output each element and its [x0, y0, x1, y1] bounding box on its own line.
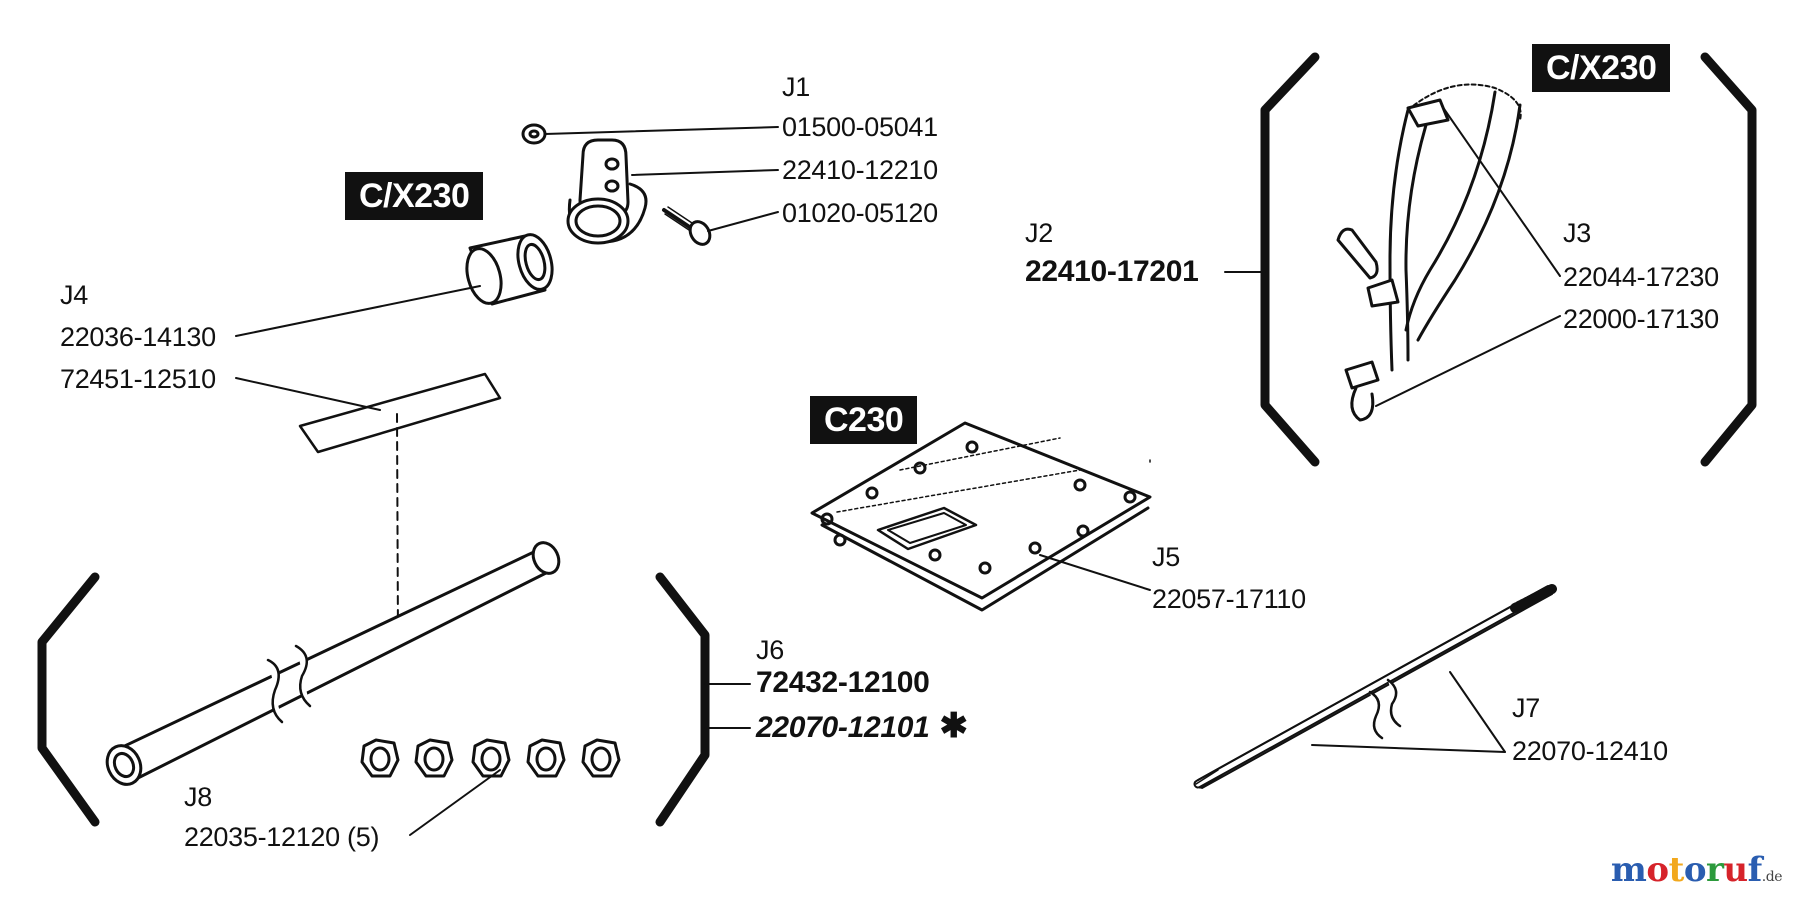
drive-shaft-icon — [1193, 584, 1557, 789]
bracket-left-close — [655, 572, 710, 827]
part-number-j4-1: 22036-14130 — [60, 322, 216, 352]
tube-icon — [105, 541, 561, 786]
logo-letter: o — [1646, 850, 1669, 890]
hex-nut-icon-2 — [414, 738, 454, 778]
part-number-j4-2: 72451-12510 — [60, 364, 216, 394]
ref-j7: J7 — [1512, 693, 1540, 723]
shoulder-strap-icon — [1336, 83, 1522, 422]
hex-nut-icon-5 — [581, 738, 621, 778]
model-badge-right: C/X230 — [1532, 44, 1671, 92]
part-number-j1-3: 01020-05120 — [782, 198, 938, 228]
logo-letter: f — [1747, 850, 1763, 890]
part-number-j6-1: 72432-12100 — [756, 666, 930, 699]
part-number-j1-2: 22410-12210 — [782, 155, 938, 185]
logo-letters: motoruf — [1611, 850, 1762, 890]
ref-j3: J3 — [1563, 218, 1591, 248]
part-number-j1-1: 01500-05041 — [782, 112, 938, 142]
logo-letter: t — [1668, 850, 1685, 890]
screw-icon — [662, 206, 712, 246]
sleeve-icon — [465, 233, 554, 306]
hex-nut-icon-3 — [471, 738, 511, 778]
nut-icon — [521, 123, 547, 145]
part-number-j5-1: 22057-17110 — [1152, 584, 1306, 614]
hex-nut-icon-1 — [360, 738, 400, 778]
logo-letter: u — [1723, 850, 1748, 890]
part-number-j2-1: 22410-17201 — [1025, 255, 1199, 288]
leader-lines — [235, 105, 1561, 836]
ref-j8: J8 — [184, 782, 212, 812]
decal-strip — [298, 372, 502, 454]
clamp-icon — [566, 138, 648, 245]
part-number-j6-2: 22070-12101 ✱ — [756, 709, 968, 744]
bracket-right-close — [1700, 52, 1757, 467]
logo-letter: r — [1706, 850, 1724, 890]
watermark-logo: motoruf.de — [1611, 850, 1783, 890]
part-number-j3-2: 22000-17130 — [1563, 304, 1719, 334]
ref-j5: J5 — [1152, 542, 1180, 572]
part-number-j3-1: 22044-17230 — [1563, 262, 1719, 292]
part-number-j7-1: 22070-12410 — [1512, 736, 1668, 766]
hex-nut-icon-4 — [526, 738, 566, 778]
cover-plate-icon — [810, 421, 1152, 612]
ref-j6: J6 — [756, 635, 784, 665]
ref-j1: J1 — [782, 72, 810, 102]
bracket-right-open — [1260, 52, 1320, 467]
model-badge-left: C/X230 — [345, 172, 484, 220]
part-number-j6-2-text: 22070-12101 — [756, 711, 930, 744]
logo-letter: m — [1610, 850, 1647, 890]
logo-letter: o — [1683, 850, 1707, 890]
ref-j4: J4 — [60, 280, 88, 310]
logo-suffix: .de — [1761, 869, 1783, 885]
bracket-left-open — [37, 572, 100, 827]
model-badge-center: C230 — [810, 396, 918, 444]
part-number-j8-1: 22035-12120 (5) — [184, 822, 380, 852]
ref-j2: J2 — [1025, 218, 1053, 248]
asterisk-icon: ✱ — [939, 707, 969, 745]
